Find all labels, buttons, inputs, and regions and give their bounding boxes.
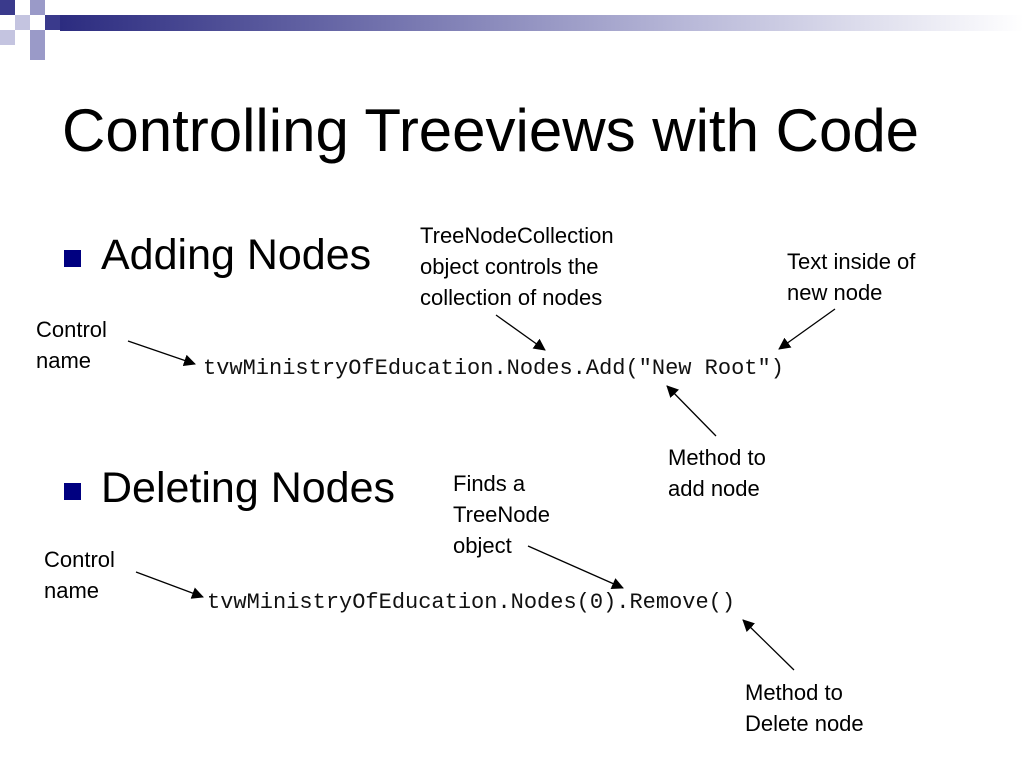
callout-control-name-add: Control name xyxy=(36,317,107,373)
arrow-finds-treenode xyxy=(527,545,624,590)
arrow-text-inside xyxy=(778,308,836,350)
bullet-square-icon xyxy=(64,483,81,500)
header-gradient-band xyxy=(60,15,1024,31)
callout-method-add: Method to add node xyxy=(668,445,766,501)
callout-treenodecollection: TreeNodeCollection object controls the c… xyxy=(420,223,614,310)
code-remove-node: tvwMinistryOfEducation.Nodes(0).Remove() xyxy=(207,590,736,615)
decor-square xyxy=(15,15,30,30)
callout-finds-treenode: Finds a TreeNode object xyxy=(453,471,551,558)
callout-method-delete: Method to Delete node xyxy=(745,680,864,736)
decor-square xyxy=(30,30,45,45)
callout-text-inside: Text inside of new node xyxy=(787,249,916,305)
arrow-treenodecollection xyxy=(495,314,546,351)
arrow-method-delete xyxy=(742,619,795,671)
bullet-deleting-nodes: Deleting Nodes xyxy=(101,464,396,512)
code-add-node: tvwMinistryOfEducation.Nodes.Add("New Ro… xyxy=(203,356,784,381)
bullet-adding-nodes: Adding Nodes xyxy=(101,231,372,279)
arrow-method-add xyxy=(666,385,717,437)
decor-square xyxy=(45,15,60,30)
decor-square xyxy=(0,0,15,15)
arrow-control-name-add xyxy=(127,340,196,367)
decor-square xyxy=(30,45,45,60)
callout-control-name-delete: Control name xyxy=(44,547,115,603)
decor-square xyxy=(30,0,45,15)
arrow-control-name-delete xyxy=(135,571,204,599)
slide-title: Controlling Treeviews with Code xyxy=(62,97,920,164)
decor-square xyxy=(0,30,15,45)
bullet-square-icon xyxy=(64,250,81,267)
